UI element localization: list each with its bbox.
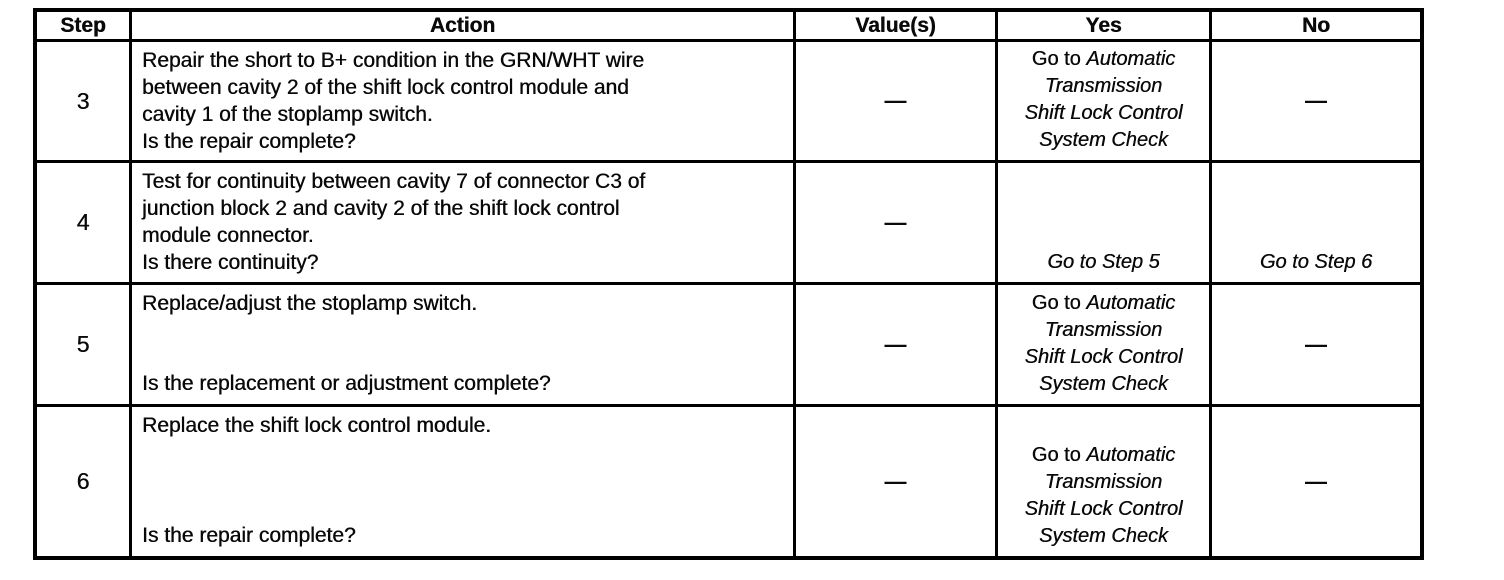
yes-cell: Go to Automatic Transmission Shift Lock … (998, 407, 1212, 556)
no-cell: — (1212, 285, 1420, 407)
action-instruction: Repair the short to B+ condition in the … (142, 47, 783, 128)
goto-line: Shift Lock Control (1024, 498, 1183, 520)
goto-result: Go to Automatic Transmission Shift Lock … (1025, 290, 1183, 398)
action-cell: Replace the shift lock control module. I… (132, 407, 796, 556)
goto-step: Go to Step 6 (1259, 251, 1373, 273)
dash: — (1305, 88, 1327, 113)
goto-result: Go to Automatic Transmission Shift Lock … (1025, 46, 1183, 154)
goto-line: Shift Lock Control (1024, 345, 1183, 368)
goto-line: System Check (1039, 129, 1168, 151)
instruction-line: Replace/adjust the stoplamp switch. (142, 292, 478, 315)
instruction-line: junction block 2 and cavity 2 of the shi… (142, 197, 620, 220)
values-cell: — (796, 163, 998, 285)
action-cell: Test for continuity between cavity 7 of … (132, 163, 796, 285)
header-step: Step (37, 12, 132, 42)
goto-result: Go to Automatic Transmission Shift Lock … (1025, 442, 1183, 550)
goto-line: Transmission (1044, 318, 1163, 341)
dash: — (884, 468, 907, 494)
yes-cell: Go to Automatic Transmission Shift Lock … (998, 42, 1212, 163)
dash: — (1305, 468, 1327, 494)
instruction-line: Repair the short to B+ condition in the … (142, 49, 645, 72)
dash: — (1305, 331, 1327, 357)
goto-line: Transmission (1044, 471, 1163, 493)
yes-cell: Go to Step 5 (998, 163, 1212, 285)
goto-line: System Check (1039, 525, 1168, 547)
instruction-line: cavity 1 of the stoplamp switch. (142, 103, 433, 126)
goto-line: Go to Automatic (1031, 48, 1176, 70)
goto-line: Transmission (1044, 75, 1163, 97)
header-values: Value(s) (796, 12, 998, 42)
action-question: Is the repair complete? (142, 130, 356, 153)
values-cell: — (796, 42, 998, 163)
step-cell: 3 (37, 42, 132, 163)
header-yes: Yes (998, 12, 1212, 42)
step-cell: 6 (37, 407, 132, 556)
action-instruction: Test for continuity between cavity 7 of … (142, 168, 783, 249)
action-instruction: Replace/adjust the stoplamp switch. (142, 290, 783, 317)
yes-cell: Go to Automatic Transmission Shift Lock … (998, 285, 1212, 407)
instruction-line: module connector. (142, 224, 314, 247)
action-question: Is the repair complete? (142, 524, 356, 547)
no-cell: Go to Step 6 (1212, 163, 1420, 285)
goto-line: Shift Lock Control (1024, 102, 1183, 124)
instruction-line: Replace the shift lock control module. (142, 414, 492, 437)
no-cell: — (1212, 407, 1420, 556)
diagnostic-table: Step Action Value(s) Yes No 3 Repair the… (33, 8, 1424, 560)
action-question: Is there continuity? (142, 251, 319, 274)
instruction-line: between cavity 2 of the shift lock contr… (142, 76, 629, 99)
action-cell: Replace/adjust the stoplamp switch. Is t… (132, 285, 796, 407)
instruction-line: Test for continuity between cavity 7 of … (142, 170, 646, 193)
goto-step: Go to Step 5 (1047, 251, 1160, 273)
step-cell: 5 (37, 285, 132, 407)
header-no: No (1212, 12, 1420, 42)
no-cell: — (1212, 42, 1420, 163)
goto-line: System Check (1039, 372, 1168, 395)
action-question: Is the replacement or adjustment complet… (142, 372, 551, 395)
dash: — (884, 88, 907, 113)
step-cell: 4 (37, 163, 132, 285)
values-cell: — (796, 407, 998, 556)
header-action: Action (132, 12, 796, 42)
goto-line: Go to Automatic (1031, 444, 1176, 466)
values-cell: — (796, 285, 998, 407)
dash: — (884, 209, 907, 235)
dash: — (884, 331, 907, 357)
action-cell: Repair the short to B+ condition in the … (132, 42, 796, 163)
action-instruction: Replace the shift lock control module. (142, 412, 783, 439)
goto-line: Go to Automatic (1031, 291, 1176, 314)
